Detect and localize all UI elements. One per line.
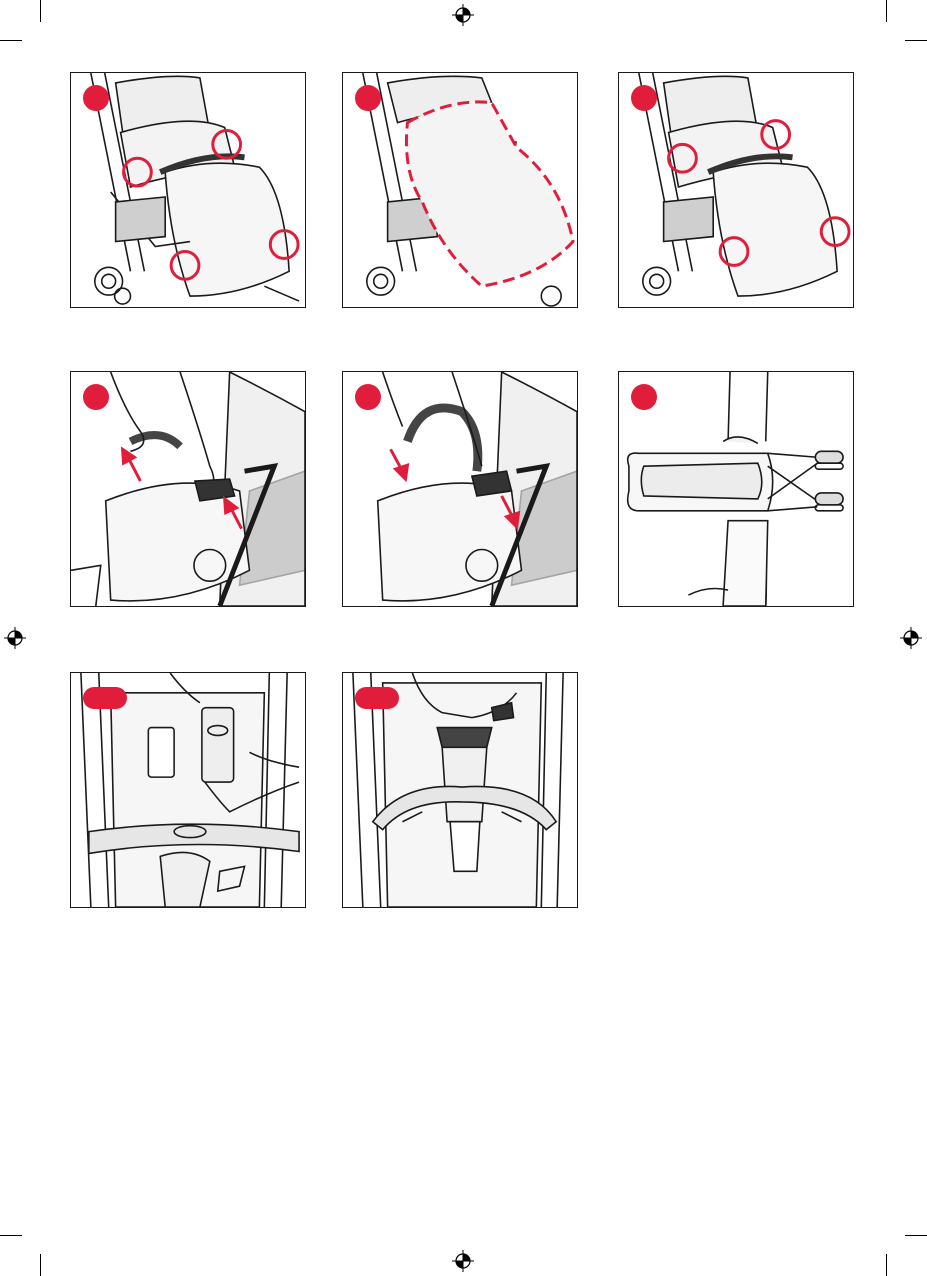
figure-crotch-strap-detail	[342, 672, 578, 908]
crop-mark-top-right-v	[886, 0, 887, 22]
step-badge	[355, 384, 381, 410]
footmuff-attach-points-icon	[71, 73, 305, 307]
crop-mark-top-left-h	[0, 40, 22, 41]
footmuff-attach-points-alt-icon	[619, 73, 853, 307]
figure-footmuff-attach-points-alt	[618, 72, 854, 308]
figure-footmuff-attach-points	[70, 72, 306, 308]
figure-footmuff-outline	[342, 72, 578, 308]
crop-mark-bottom-left-h	[0, 1235, 22, 1236]
registration-mark-icon	[452, 4, 474, 26]
crop-mark-bottom-right-h	[905, 1235, 927, 1236]
step-badge	[83, 384, 109, 410]
crop-mark-bottom-right-v	[886, 1254, 887, 1276]
crop-mark-top-left-v	[40, 0, 41, 22]
bumper-bar-insert-icon	[343, 372, 577, 606]
figure-bumper-bar-insert	[342, 371, 578, 607]
registration-mark-icon	[4, 627, 26, 649]
footmuff-outline-icon	[343, 73, 577, 307]
crop-mark-top-right-h	[905, 40, 927, 41]
figure-harness-buckle-detail	[70, 672, 306, 908]
registration-mark-icon	[900, 627, 922, 649]
step-badge	[83, 687, 127, 709]
registration-mark-icon	[452, 1250, 474, 1272]
step-badge	[83, 85, 109, 111]
step-badge	[631, 85, 657, 111]
step-badge	[355, 687, 399, 709]
crop-mark-bottom-left-v	[40, 1254, 41, 1276]
figure-bumper-bar-remove	[70, 371, 306, 607]
bumper-bar-remove-icon	[71, 372, 305, 606]
stroller-folded-standing-icon	[619, 372, 853, 606]
step-badge	[355, 85, 381, 111]
figure-stroller-folded-standing	[618, 371, 854, 607]
step-badge	[631, 384, 657, 410]
